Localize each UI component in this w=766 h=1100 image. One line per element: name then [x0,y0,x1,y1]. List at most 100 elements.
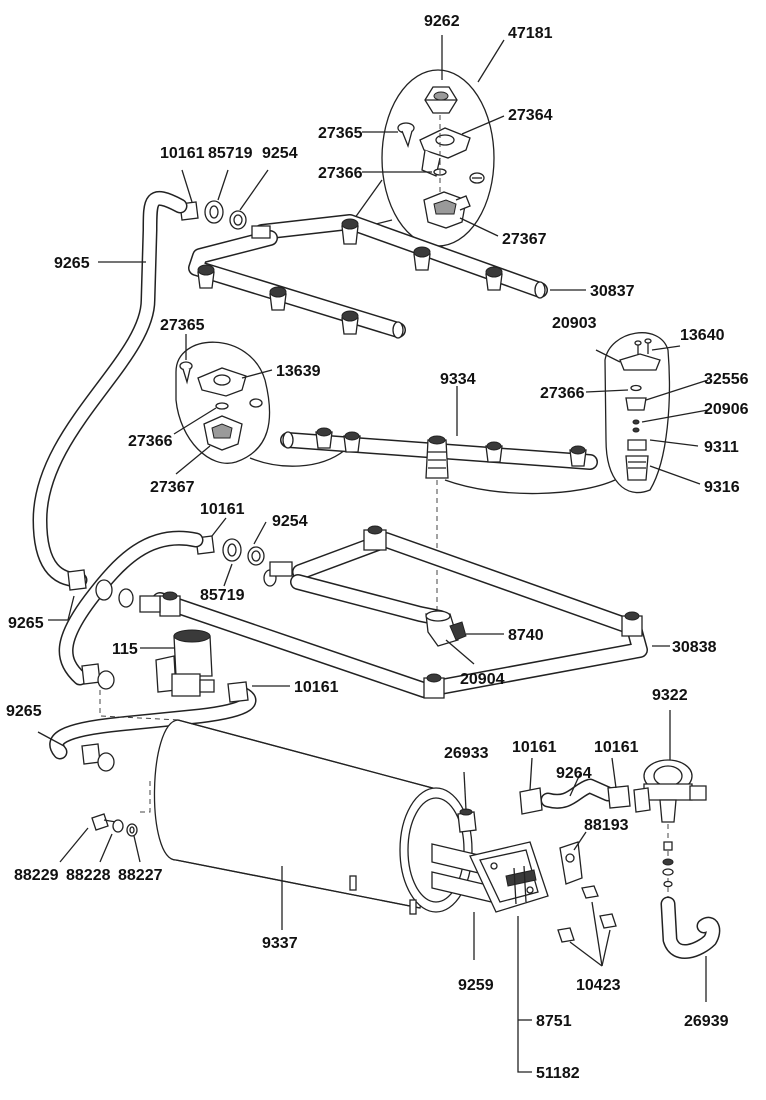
label-9254: 9254 [262,145,298,162]
label-27366: 27366 [318,165,363,182]
label-10161-b: 10161 [594,739,639,756]
spray-nozzle [315,427,333,449]
label-9334: 9334 [440,371,476,388]
spray-nozzle [485,266,503,291]
label-10161-a: 10161 [512,739,557,756]
label-9316: 9316 [704,479,740,496]
label-85719: 85719 [208,145,253,162]
label-10161-mid: 10161 [200,501,245,518]
label-9265-mid: 9265 [8,615,44,632]
fitting-group-top [179,200,271,239]
label-9322: 9322 [652,687,688,704]
label-32556: 32556 [704,371,749,388]
screw-27365 [397,122,415,149]
hose-9265-middle [58,530,204,686]
label-27366-mid: 27366 [128,433,173,450]
label-30838: 30838 [672,639,717,656]
heating-element-8751 [431,841,549,913]
label-13639: 13639 [276,363,321,380]
detail-bubble-top [351,69,495,247]
label-20906: 20906 [704,401,749,418]
label-115: 115 [112,641,138,658]
label-47181: 47181 [508,25,553,42]
clamp-20903 [619,353,661,371]
label-51182: 51182 [536,1065,580,1082]
spray-nozzle [341,310,359,335]
spray-nozzle [343,431,361,453]
spray-nozzle [569,445,587,467]
label-88229: 88229 [14,867,59,884]
label-8740: 8740 [508,627,544,644]
label-9262: 9262 [424,13,460,30]
pipe-clamp [621,611,643,637]
spray-nozzle [485,441,503,463]
label-26933: 26933 [444,745,489,762]
spray-arm-middle [280,427,598,479]
label-9264: 9264 [556,765,592,782]
fitting-group-middle [195,535,293,577]
label-27365-mid: 27365 [160,317,205,334]
clamp-top-27364 [419,127,471,177]
hose-9264 [519,778,631,815]
detail-bubble-left [175,341,346,467]
label-10423: 10423 [576,977,621,994]
pressure-switch-9322 [633,759,707,823]
hose-9265-lower [49,684,257,760]
nuts-10423 [557,885,617,943]
label-9265: 9265 [54,255,90,272]
label-9254-mid: 9254 [272,513,308,530]
label-88227: 88227 [118,867,163,884]
fitting-9311-9316 [625,439,649,481]
nozzle-32556 [625,397,647,411]
solenoid-valve-115 [155,629,215,697]
part-labels: 9262 47181 27364 27365 27366 27367 10161… [6,13,749,1082]
label-10161: 10161 [160,145,205,162]
label-20904: 20904 [460,671,505,688]
spray-nozzle [269,286,287,311]
label-13640: 13640 [680,327,725,344]
spray-nozzle [413,246,431,271]
label-85719-mid: 85719 [200,587,245,604]
label-8751: 8751 [536,1013,572,1030]
boiler-9337 [153,719,473,915]
label-20903: 20903 [552,315,597,332]
label-27366-right: 27366 [540,385,585,402]
label-9265-low: 9265 [6,703,42,720]
pipe-clamp [159,591,181,617]
screw-small-top [469,172,485,184]
label-27367: 27367 [502,231,547,248]
cap-nut-9262 [424,86,458,114]
screw-small-left [249,398,263,408]
label-27367-mid: 27367 [150,479,195,496]
label-30837: 30837 [590,283,635,300]
mounting-bolt [91,813,138,837]
spray-nozzle [341,218,359,245]
elbow-20904 [425,610,467,647]
label-27364: 27364 [508,107,553,124]
label-27365: 27365 [318,125,363,142]
ring-27366-right [630,384,642,392]
label-10161-valve: 10161 [294,679,339,696]
label-26939: 26939 [684,1013,729,1030]
screws-13640 [634,338,652,356]
spray-nozzle [197,264,215,289]
screw-27365-left [179,361,193,385]
label-9337: 9337 [262,935,298,952]
hose-9265-left [32,191,188,588]
detail-bubble-right [444,332,671,495]
label-9311: 9311 [704,439,739,456]
clamp-13639 [197,367,247,397]
pipe-clamp [423,673,445,699]
ring-27366-left [215,402,229,410]
clamp-27367-left [203,415,243,451]
clamp-bottom-27367 [423,191,471,229]
spray-arm-top [188,214,548,339]
thermostat-26933 [457,808,477,833]
fittings-26939 [660,824,721,959]
washers-20906 [632,419,640,433]
leader-lines [37,35,709,1073]
center-fitting [425,435,449,479]
hose-clamps-left [67,569,249,772]
label-88228: 88228 [66,867,111,884]
